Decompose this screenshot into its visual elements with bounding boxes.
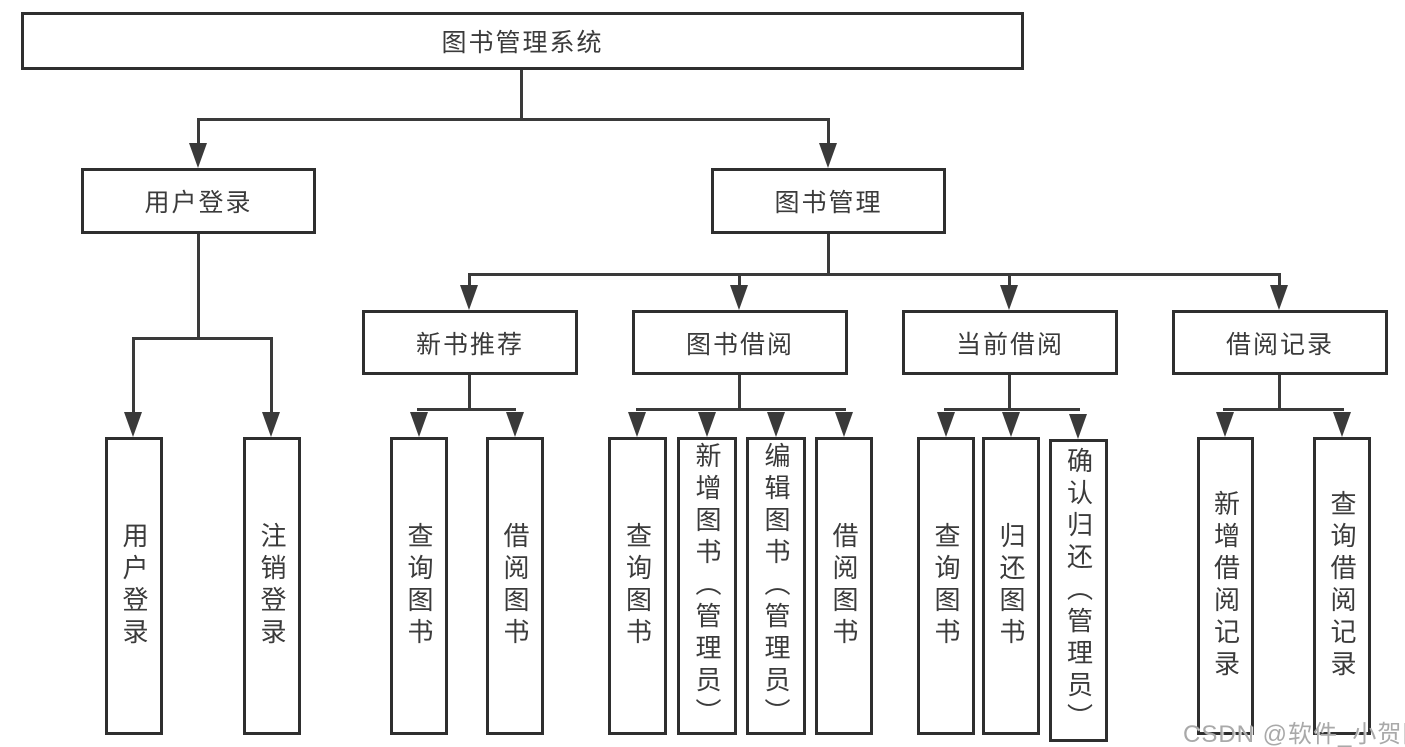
connector-user-login-drop-2 [270, 337, 273, 414]
connector-book-mgmt-drop-1 [468, 273, 471, 287]
arrow-to-leaf-query-books-2 [628, 412, 646, 437]
arrow-to-leaf-user-login [124, 412, 142, 437]
leaf-return-books: 归还图书 [982, 437, 1040, 735]
connector-user-login-drop-1 [132, 337, 135, 414]
arrow-to-leaf-add-books [698, 412, 716, 437]
node-book-borrow-label: 图书借阅 [685, 330, 794, 359]
leaf-edit-books: 编辑图书（管理员） [746, 437, 806, 735]
leaf-confirm-return: 确认归还（管理员） [1049, 439, 1108, 742]
leaf-return-books-label: 归还图书 [996, 522, 1026, 650]
leaf-query-books-1: 查询图书 [390, 437, 448, 735]
connector-book-mgmt-drop-4 [1278, 273, 1281, 287]
arrow-to-book-management [819, 143, 837, 168]
node-user-login-label: 用户登录 [144, 189, 253, 217]
leaf-query-books-1-label: 查询图书 [404, 522, 434, 650]
arrow-to-borrow-records [1270, 285, 1288, 310]
leaf-query-books-2-label: 查询图书 [622, 522, 653, 650]
arrow-to-user-login [189, 143, 207, 168]
arrow-to-leaf-return-books [1002, 412, 1020, 437]
connector-current-borrow-stem [1008, 375, 1011, 408]
node-current-borrow-label: 当前借阅 [955, 330, 1064, 359]
connector-book-mgmt-drop-3 [1008, 273, 1011, 287]
arrow-to-leaf-edit-books [767, 412, 785, 437]
leaf-user-login-label: 用户登录 [119, 522, 149, 650]
connector-root-drop-right [827, 118, 830, 146]
connector-borrow-records-branch [1223, 408, 1344, 411]
arrow-to-leaf-query-borrow-record [1333, 412, 1351, 437]
node-current-borrow: 当前借阅 [902, 310, 1118, 375]
leaf-user-login: 用户登录 [105, 437, 163, 735]
arrow-to-leaf-logout [262, 412, 280, 437]
connector-user-login-stem [197, 234, 200, 337]
arrow-to-new-book-recommend [460, 285, 478, 310]
connector-book-borrow-branch [636, 408, 846, 411]
connector-new-book-branch [417, 408, 516, 411]
leaf-add-books-label: 新增图书（管理员） [692, 442, 722, 730]
connector-root-branch [197, 118, 830, 121]
leaf-add-borrow-record: 新增借阅记录 [1197, 437, 1254, 735]
arrow-to-leaf-borrow-books-1 [506, 412, 524, 437]
leaf-add-books: 新增图书（管理员） [677, 437, 737, 735]
node-new-book-recommend: 新书推荐 [362, 310, 578, 375]
leaf-query-books-2: 查询图书 [608, 437, 667, 735]
arrow-to-leaf-query-books-1 [410, 412, 428, 437]
leaf-logout-label: 注销登录 [257, 522, 287, 650]
connector-user-login-branch [132, 337, 273, 340]
node-book-management: 图书管理 [711, 168, 946, 234]
node-new-book-recommend-label: 新书推荐 [415, 330, 524, 359]
connector-book-borrow-stem [738, 375, 741, 408]
leaf-borrow-books-1: 借阅图书 [486, 437, 544, 735]
watermark: CSDN @软件_小贺同学 [1183, 721, 1405, 747]
arrow-to-leaf-add-borrow-record [1216, 412, 1234, 437]
node-book-management-label: 图书管理 [774, 189, 883, 217]
arrow-to-leaf-query-books-3 [937, 412, 955, 437]
leaf-query-borrow-record: 查询借阅记录 [1313, 437, 1371, 735]
connector-borrow-records-stem [1278, 375, 1281, 408]
leaf-query-borrow-record-label: 查询借阅记录 [1327, 490, 1357, 682]
leaf-borrow-books-2: 借阅图书 [815, 437, 873, 735]
arrow-to-current-borrow [1000, 285, 1018, 310]
connector-new-book-stem [468, 375, 471, 408]
node-book-borrow: 图书借阅 [632, 310, 848, 375]
leaf-edit-books-label: 编辑图书（管理员） [761, 442, 791, 730]
connector-current-borrow-branch [944, 408, 1080, 411]
leaf-query-books-3-label: 查询图书 [931, 522, 961, 650]
arrow-to-leaf-confirm-return [1069, 414, 1087, 439]
leaf-query-books-3: 查询图书 [917, 437, 975, 735]
leaf-add-borrow-record-label: 新增借阅记录 [1210, 490, 1241, 682]
connector-book-mgmt-drop-2 [738, 273, 741, 287]
connector-book-mgmt-stem [827, 234, 830, 273]
node-root: 图书管理系统 [21, 12, 1024, 70]
arrow-to-book-borrow [730, 285, 748, 310]
leaf-borrow-books-1-label: 借阅图书 [500, 522, 530, 650]
leaf-confirm-return-label: 确认归还（管理员） [1063, 446, 1094, 735]
node-borrow-records-label: 借阅记录 [1225, 330, 1334, 359]
connector-book-mgmt-branch [468, 273, 1281, 276]
arrow-to-leaf-borrow-books-2 [835, 412, 853, 437]
node-root-label: 图书管理系统 [441, 29, 604, 57]
leaf-borrow-books-2-label: 借阅图书 [829, 522, 859, 650]
leaf-logout: 注销登录 [243, 437, 301, 735]
node-borrow-records: 借阅记录 [1172, 310, 1388, 375]
node-user-login: 用户登录 [81, 168, 316, 234]
connector-root-stem [520, 70, 523, 118]
connector-root-drop-left [197, 118, 200, 146]
